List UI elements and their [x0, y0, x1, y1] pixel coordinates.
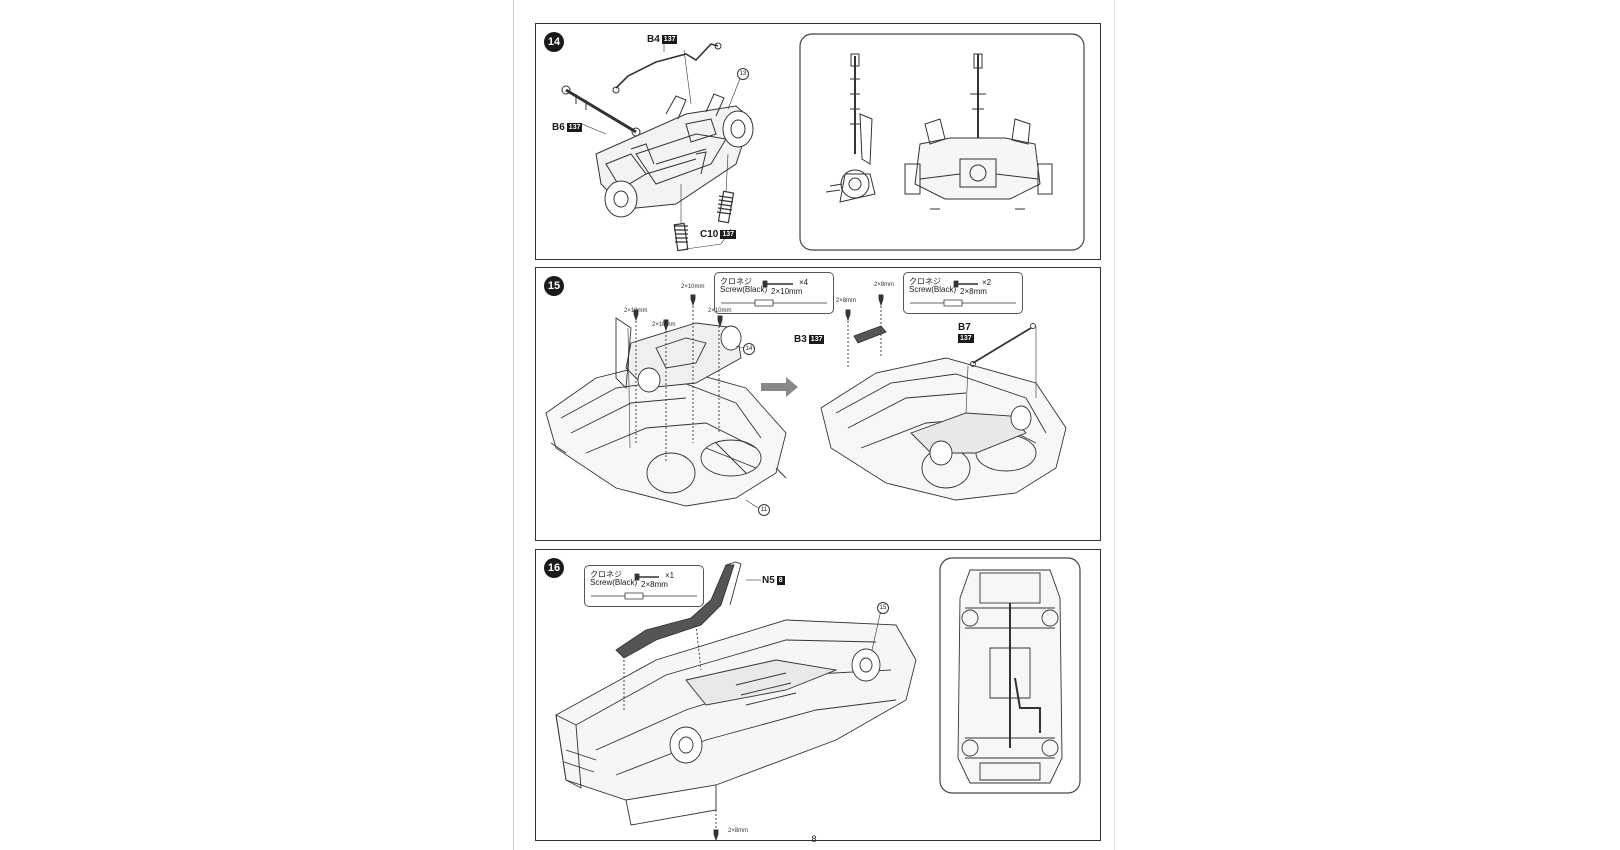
ref-circle-11: 11 — [758, 504, 770, 516]
screw-label-en: Screw(Black) — [909, 285, 957, 294]
screw-label-en: Screw(Black) — [720, 285, 768, 294]
part-tag: 137 — [808, 335, 825, 344]
screw-and-screwdriver-icon — [721, 280, 827, 307]
screw-label-en: Screw(Black) — [590, 578, 638, 587]
part-tag: 137 — [566, 123, 583, 132]
screw-size: 2×8mm — [641, 580, 668, 589]
ref-circle-13: 13 — [737, 68, 749, 80]
part-code: B7 — [958, 322, 971, 333]
part-label-b7: B7 137 — [958, 322, 974, 343]
step-16-panel: 16 クロネジ Screw(Black) ×1 2×8mm — [535, 549, 1101, 842]
part-tag: 137 — [661, 35, 678, 44]
part-label-n5: N5 8 — [762, 575, 785, 586]
part-code: N5 — [762, 575, 775, 586]
step-16-number: 16 — [544, 558, 564, 578]
screw-size: 2×10mm — [771, 287, 803, 296]
screw-label-jp: クロネジ — [590, 570, 622, 579]
part-label-b3: B3 137 — [794, 334, 825, 345]
screw-size-label: 2×8mm — [836, 298, 857, 304]
screw-box-2x8: クロネジ Screw(Black) ×1 2×8mm — [584, 565, 704, 607]
screw-size-label: 2×10mm — [708, 308, 732, 314]
part-label-b6: B6 137 — [552, 122, 583, 133]
part-code: B4 — [647, 34, 660, 45]
ref-circle-14: 14 — [743, 343, 755, 355]
step-15-panel: 15 クロネジ Screw(Black) ×4 2×10mm クロネジ Scre — [535, 267, 1101, 541]
step-14-panel: 14 — [535, 23, 1101, 260]
screw-box-2x10: クロネジ Screw(Black) ×4 2×10mm — [714, 272, 834, 314]
screw-qty: ×2 — [982, 278, 992, 287]
part-label-b4: B4 137 — [647, 34, 678, 45]
part-tag: 137 — [720, 230, 737, 239]
screw-size-label: 2×8mm — [874, 282, 895, 288]
screw-and-screwdriver-icon — [910, 280, 1016, 307]
screw-size-label: 2×10mm — [652, 322, 676, 328]
ref-circle-15: 15 — [877, 602, 889, 614]
part-label-c10: C10 137 — [700, 229, 737, 240]
step-14-number: 14 — [544, 32, 564, 52]
screw-size-label: 2×8mm — [728, 828, 749, 834]
screw-size-label: 2×10mm — [624, 308, 648, 314]
screw-label-jp: クロネジ — [720, 277, 752, 286]
part-code: B6 — [552, 122, 565, 133]
screw-size: 2×8mm — [960, 287, 987, 296]
instruction-sheet: 14 — [513, 0, 1115, 850]
part-tag: 8 — [776, 576, 785, 585]
step-15-number: 15 — [544, 276, 564, 296]
page-number: 8 — [811, 834, 817, 844]
exhaust-installation-illustration — [555, 557, 1081, 842]
screw-qty: ×1 — [665, 571, 675, 580]
screw-qty: ×4 — [799, 278, 809, 287]
rear-axle-exploded-illustration — [561, 33, 1085, 252]
part-tag: 137 — [958, 334, 974, 343]
screw-size-label: 2×10mm — [681, 284, 705, 290]
part-code: B3 — [794, 334, 807, 345]
chassis-mounting-illustration — [545, 294, 1067, 509]
screw-box-2x8: クロネジ Screw(Black) ×2 2×8mm — [903, 272, 1023, 314]
screw-and-screwdriver-icon — [591, 573, 697, 600]
screw-label-jp: クロネジ — [909, 277, 941, 286]
part-code: C10 — [700, 229, 719, 240]
